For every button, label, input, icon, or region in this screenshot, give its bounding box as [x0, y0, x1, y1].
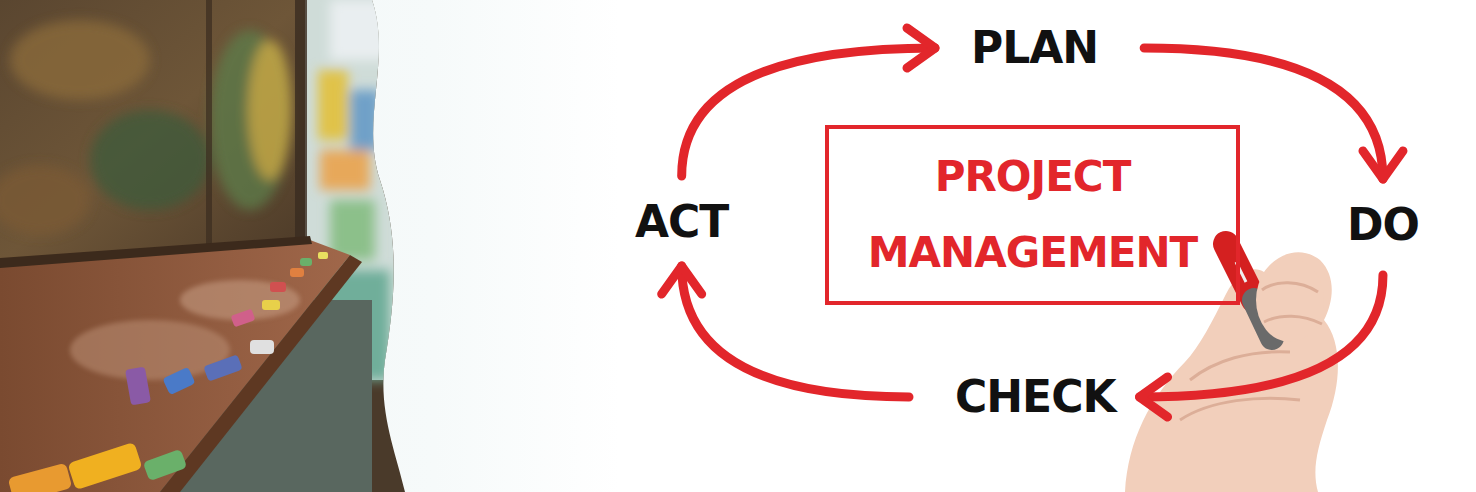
arrow-line — [682, 266, 909, 397]
arrow-line — [1144, 48, 1383, 179]
arrow-line — [1140, 275, 1383, 397]
cycle-step: ACT — [629, 192, 734, 252]
arrow-head — [1363, 151, 1403, 179]
cycle-step: PLAN — [965, 18, 1104, 78]
title-text: PROJECT MANAGEMENT — [855, 139, 1210, 291]
step-label: PLAN — [971, 22, 1098, 74]
center-box: PROJECT MANAGEMENT — [825, 125, 1240, 305]
step-label: DO — [1347, 199, 1419, 251]
arrow-head — [662, 266, 702, 294]
cycle-arrow — [1140, 275, 1383, 417]
cycle-arrow — [1144, 48, 1403, 179]
arrow-head — [907, 28, 935, 68]
cycle-step: CHECK — [949, 367, 1122, 427]
step-label: ACT — [635, 196, 728, 248]
step-label: CHECK — [955, 371, 1116, 423]
cycle-step: DO — [1341, 195, 1425, 255]
arrow-head — [1140, 377, 1168, 417]
arrow-line — [682, 48, 935, 176]
cycle-arrow — [682, 28, 935, 176]
cycle-arrow — [662, 266, 909, 397]
